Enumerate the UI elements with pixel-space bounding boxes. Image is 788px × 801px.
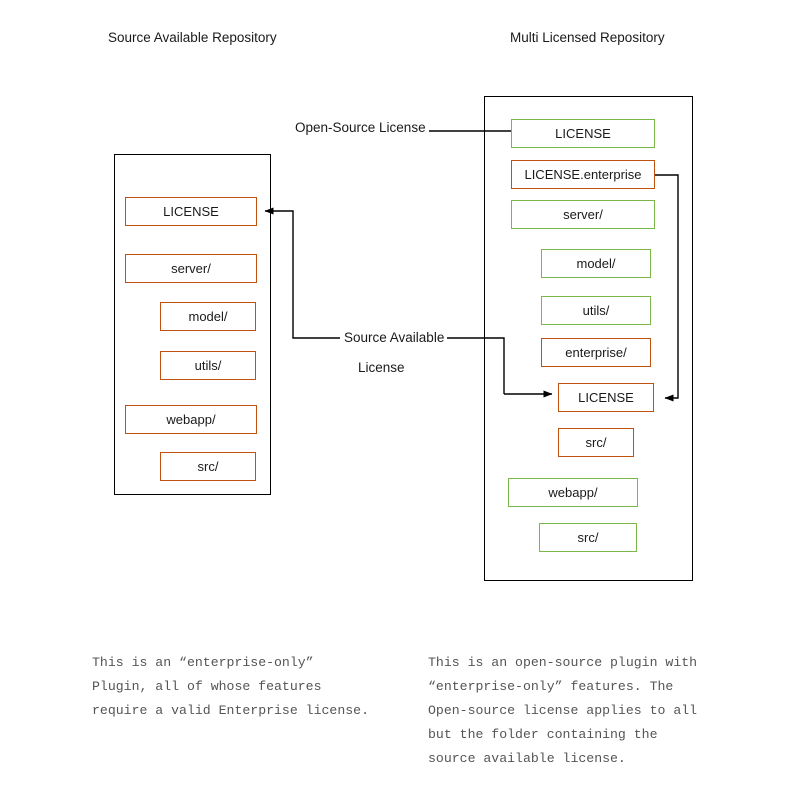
- left-node-server[interactable]: server/: [125, 254, 257, 283]
- edge-license-enterprise-to-inner-license: [655, 174, 679, 402]
- left-node-src[interactable]: src/: [160, 452, 256, 481]
- right-node-license-enterprise[interactable]: LICENSE.enterprise: [511, 160, 655, 189]
- right-node-model[interactable]: model/: [541, 249, 651, 278]
- left-node-webapp[interactable]: webapp/: [125, 405, 257, 434]
- right-repository-title: Multi Licensed Repository: [510, 30, 665, 45]
- edge-source-available-to-left-license: [264, 207, 340, 339]
- left-node-model[interactable]: model/: [160, 302, 256, 331]
- right-node-utils[interactable]: utils/: [541, 296, 651, 325]
- right-caption: This is an open-source plugin with “ente…: [428, 655, 698, 766]
- left-caption: This is an “enterprise-only” Plugin, all…: [92, 655, 369, 718]
- right-node-enterprise[interactable]: enterprise/: [541, 338, 651, 367]
- edge-source-available-stub-right: [437, 337, 505, 394]
- edge-label-source-available-line1: Source Available: [341, 330, 448, 345]
- right-node-server[interactable]: server/: [511, 200, 655, 229]
- left-repository-title: Source Available Repository: [108, 30, 277, 45]
- right-node-enterprise-src[interactable]: src/: [558, 428, 634, 457]
- left-node-license[interactable]: LICENSE: [125, 197, 257, 226]
- edge-label-source-available-line2: License: [355, 360, 408, 375]
- left-node-utils[interactable]: utils/: [160, 351, 256, 380]
- edge-label-open-source-license: Open-Source License: [292, 120, 429, 135]
- right-node-license[interactable]: LICENSE: [511, 119, 655, 148]
- right-node-webapp-src[interactable]: src/: [539, 523, 637, 552]
- right-node-webapp[interactable]: webapp/: [508, 478, 638, 507]
- right-node-inner-license[interactable]: LICENSE: [558, 383, 654, 412]
